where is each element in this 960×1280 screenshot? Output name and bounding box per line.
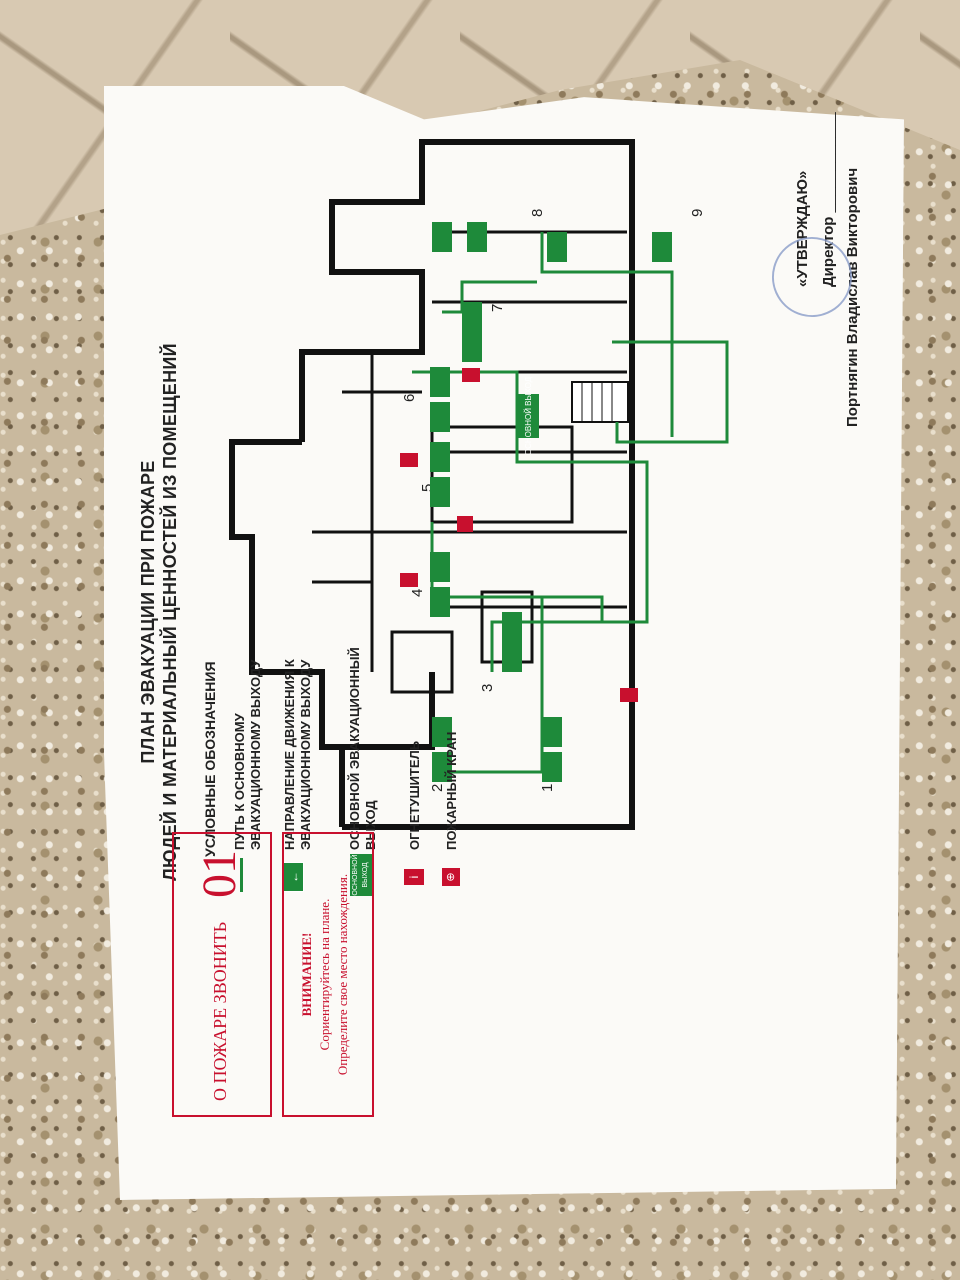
main-exit-sign: ОСНОВНОЙ ВЫХОД	[517, 376, 539, 455]
room-6-label: 6	[401, 394, 418, 402]
room-2-label: 2	[429, 784, 446, 792]
plan-content: ПЛАН ЭВАКУАЦИИ ПРИ ПОЖАРЕ ЛЮДЕЙ И МАТЕРИ…	[132, 82, 892, 1142]
legend-main-exit-text: ОСНОВНОЙ ЭВАКУАЦИОННЫЙ ВЫХОД	[347, 647, 378, 850]
legend-hydrant-text: ПОЖАРНЫЙ КРАН	[444, 731, 459, 850]
room-numbers: 1 2 3 4 5 6 7 8 9	[401, 209, 706, 792]
room-7-label: 7	[489, 304, 506, 312]
hydrant-marker	[457, 516, 473, 532]
room-5-label: 5	[419, 484, 436, 492]
main-exit-label: ОСНОВНОЙ ВЫХОД	[524, 376, 533, 455]
room-1-label: 1	[539, 784, 556, 792]
floor-plan: 1 2 3 4 5 6 7 8 9 ОСНОВНОЙ ВЫХОД	[229, 139, 729, 830]
legend-direction-text: НАПРАВЛЕНИЕ ДВИЖЕНИЯ К ЭВАКУАЦИОННОМУ ВЫ…	[282, 659, 313, 850]
warning-line-3: Определите свое место нахождения.	[335, 873, 350, 1076]
stairs	[571, 381, 629, 423]
room-9-label: 9	[689, 209, 706, 217]
room-3-label: 3	[479, 684, 496, 692]
direction-signs	[430, 222, 672, 782]
fire-call-box: О ПОЖАРЕ ЗВОНИТЬ 01	[172, 832, 272, 1117]
warning-line-2: Сориентируйтесь на плане.	[317, 898, 332, 1051]
extinguisher-markers	[400, 368, 638, 702]
warning-heading: ВНИМАНИЕ!	[299, 932, 314, 1017]
fire-extinguisher-icon: i	[404, 869, 424, 885]
room-4-label: 4	[409, 589, 426, 597]
fire-call-label: О ПОЖАРЕ ЗВОНИТЬ	[210, 921, 230, 1101]
legend-title: УСЛОВНЫЕ ОБОЗНАЧЕНИЯ	[202, 661, 218, 857]
fire-hydrant-icon: ⊕	[442, 868, 460, 886]
warning-box: ВНИМАНИЕ! Сориентируйтесь на плане. Опре…	[282, 832, 374, 1117]
legend-path-text: ПУТЬ К ОСНОВНОМУ ЭВАКУАЦИОННОМУ ВЫХОДУ	[232, 659, 263, 850]
fire-call-number: 01	[193, 850, 246, 898]
legend-extinguisher-text: ОГНЕТУШИТЕЛЬ	[407, 740, 422, 850]
room-8-label: 8	[529, 209, 546, 217]
